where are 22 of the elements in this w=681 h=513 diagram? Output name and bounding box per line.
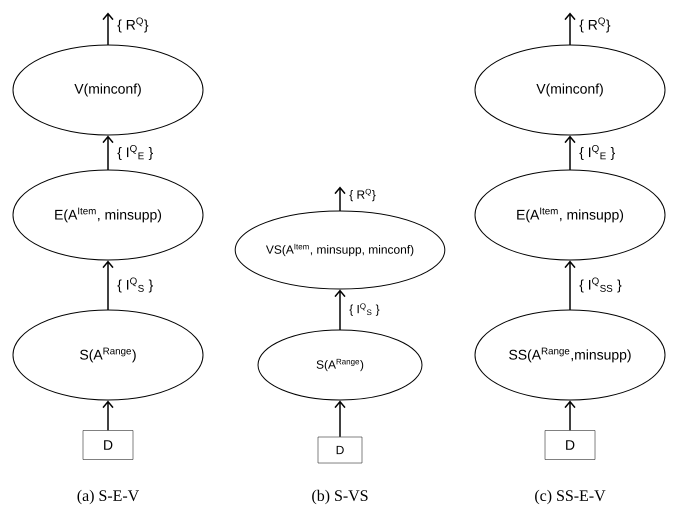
arrow (564, 260, 576, 310)
data-box: D (82, 430, 134, 460)
arrow (102, 260, 114, 310)
arrow (102, 12, 114, 44)
arrow (334, 290, 346, 330)
edge-label: { I$^{Q}$$_{S}$ } (117, 278, 153, 292)
arrow (102, 136, 114, 170)
edge-label: { R$^{Q}$} (349, 188, 376, 202)
arrow (334, 186, 346, 210)
edge-label: { R$^{Q}$} (579, 18, 610, 32)
arrow (564, 136, 576, 170)
edge-label: { R$^{Q}$} (117, 18, 148, 32)
arrow (102, 400, 114, 430)
data-box: D (544, 430, 596, 460)
edge-label: { I$^{Q}$$_{S}$ } (349, 303, 380, 316)
arrow (564, 12, 576, 44)
arrow (334, 400, 346, 437)
arrow (564, 400, 576, 430)
edge-label: { I$^{Q}$$_{E}$ } (117, 145, 153, 160)
edge-label: { I$^{Q}$$_{SS}$ } (579, 278, 622, 292)
edge-label: { I$^{Q}$$_{E}$ } (579, 145, 615, 160)
data-box: D (318, 436, 362, 464)
